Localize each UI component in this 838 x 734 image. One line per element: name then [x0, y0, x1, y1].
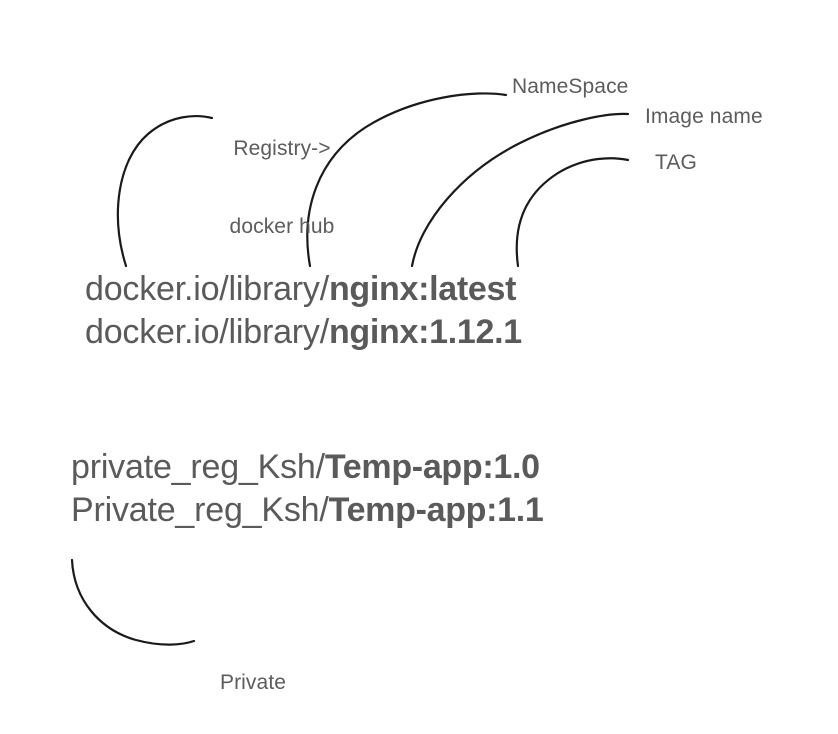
image-reference-prefix: Private_reg_Ksh/ — [71, 491, 329, 529]
label-registry-line1: Registry-> — [233, 137, 331, 160]
image-reference-prefix: private_reg_Ksh/ — [71, 448, 325, 486]
label-tag: TAG — [655, 151, 697, 174]
label-registry: Registry-> docker hub — [206, 84, 358, 292]
image-reference-row: docker.io/library/nginx:1.12.1 — [85, 311, 522, 354]
leader-line-image-name — [410, 112, 630, 268]
public-image-reference-group: docker.io/library/nginx:latest docker.io… — [85, 268, 522, 354]
label-private-registry-line1: Private — [219, 671, 287, 694]
leader-line-private-registry — [70, 558, 196, 646]
image-reference-emphasis: Temp-app:1.0 — [324, 448, 540, 486]
image-reference-emphasis: nginx:1.12.1 — [328, 313, 522, 351]
label-private-registry: Private Registry — [198, 618, 308, 734]
label-registry-line2: docker hub — [229, 215, 335, 238]
label-image-name: Image name — [645, 105, 763, 128]
label-namespace: NameSpace — [512, 75, 629, 98]
image-reference-row: private_reg_Ksh/Temp-app:1.0 — [71, 446, 544, 489]
private-image-reference-group: private_reg_Ksh/Temp-app:1.0 Private_reg… — [71, 446, 544, 532]
image-reference-emphasis: Temp-app:1.1 — [328, 491, 544, 529]
leader-line-tag — [515, 157, 630, 268]
image-reference-emphasis: nginx:latest — [328, 270, 517, 308]
leader-line-registry — [116, 115, 214, 268]
image-reference-prefix: docker.io/library/ — [85, 313, 329, 351]
image-reference-prefix: docker.io/library/ — [85, 270, 329, 308]
image-reference-row: docker.io/library/nginx:latest — [85, 268, 522, 311]
image-reference-row: Private_reg_Ksh/Temp-app:1.1 — [71, 489, 544, 532]
